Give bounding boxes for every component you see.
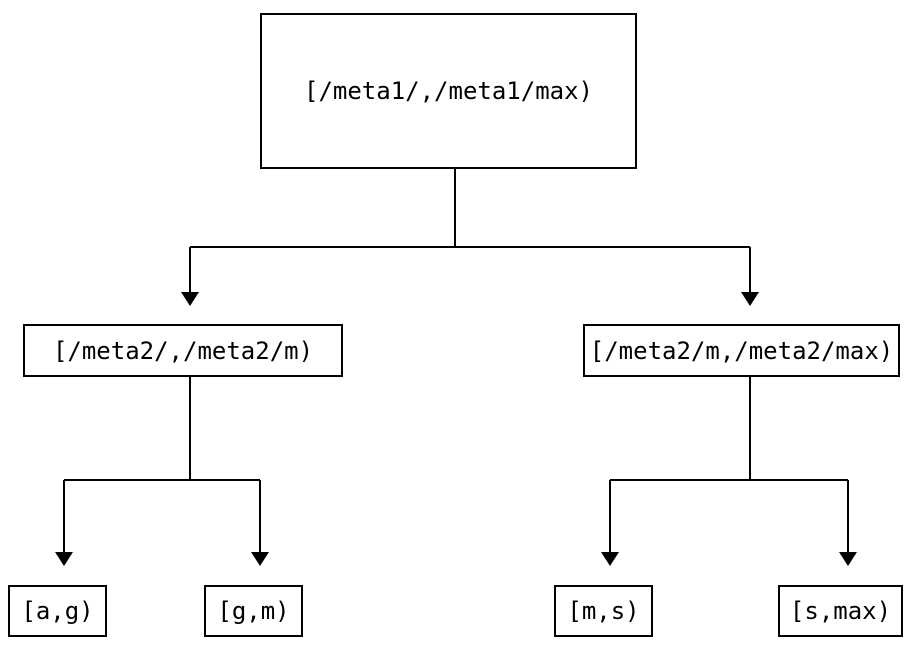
tree-node-root: [/meta1/,/meta1/max) (260, 13, 637, 169)
arrowhead-icon (181, 292, 199, 306)
arrowhead-icon (839, 552, 857, 566)
arrowhead-icon (741, 292, 759, 306)
tree-node-leaf-ag: [a,g) (8, 585, 107, 637)
tree-node-meta2-low: [/meta2/,/meta2/m) (23, 324, 343, 377)
tree-node-leaf-ms: [m,s) (554, 585, 653, 637)
edge-root-to-children (189, 169, 751, 292)
arrowhead-icon (55, 552, 73, 566)
arrowhead-icon (251, 552, 269, 566)
arrowhead-icon (601, 552, 619, 566)
edge-right-to-leaves (609, 377, 849, 552)
tree-node-leaf-gm: [g,m) (204, 585, 303, 637)
tree-node-leaf-smax: [s,max) (778, 585, 903, 637)
tree-node-meta2-high: [/meta2/m,/meta2/max) (583, 324, 900, 377)
edge-left-to-leaves (63, 377, 261, 552)
